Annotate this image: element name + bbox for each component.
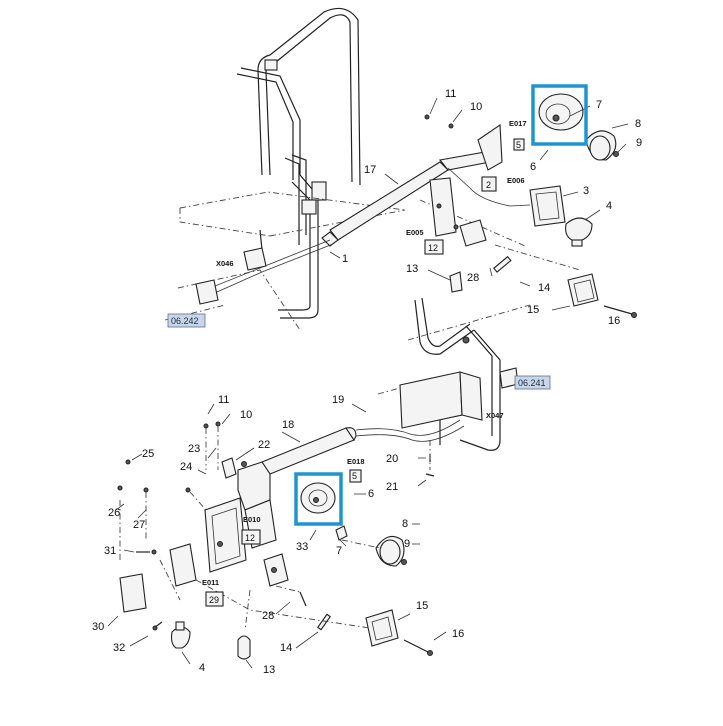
- callout-16: 16: [608, 315, 620, 327]
- connector-code-e011: E011: [202, 578, 219, 587]
- callout-32: 32: [113, 642, 125, 654]
- callout-7: 7: [596, 99, 602, 111]
- callout-22: 22: [258, 439, 270, 451]
- connector-code-e010: E010: [243, 515, 261, 524]
- boxed-number-29: 29: [209, 595, 219, 605]
- callout-11-bottom: 11: [218, 394, 229, 406]
- callout-21: 21: [386, 481, 398, 493]
- callout-14: 14: [538, 282, 550, 294]
- bottom-lamps: [117, 421, 435, 660]
- callout-3: 3: [583, 185, 589, 197]
- callout-19: 19: [332, 394, 344, 406]
- callout-14-bottom: 14: [280, 642, 292, 654]
- connector-code-x047: X047: [486, 411, 504, 420]
- top-frame: [236, 7, 361, 319]
- bottom-highlight-box: [294, 472, 343, 526]
- connector-code-e006: E006: [507, 176, 525, 185]
- connector-code-e018: E018: [347, 457, 365, 466]
- callout-28-bottom: 28: [262, 610, 274, 622]
- page-ref-06-242[interactable]: [167, 313, 206, 328]
- callout-20: 20: [386, 453, 398, 465]
- boxed-number-2: 2: [486, 180, 491, 190]
- callout-4: 4: [606, 200, 612, 212]
- connector-code-x046: X046: [216, 259, 234, 268]
- callout-9-bottom: 9: [404, 538, 410, 550]
- callout-26: 26: [108, 507, 120, 519]
- callout-1: 1: [342, 253, 348, 265]
- top-lamps: [424, 93, 637, 318]
- bottom-arm-18: [169, 419, 465, 587]
- connector-code-e017: E017: [509, 119, 527, 128]
- callout-25: 25: [142, 448, 154, 460]
- callout-4-bottom: 4: [199, 662, 205, 674]
- top-highlight-box: [531, 84, 588, 146]
- callout-27: 27: [133, 519, 145, 531]
- boxed-number-12-bottom: 12: [245, 533, 255, 543]
- callout-23: 23: [188, 443, 200, 455]
- callout-33: 33: [296, 541, 308, 553]
- callout-7-bottom: 7: [336, 545, 342, 557]
- bottom-leaders: [107, 403, 447, 669]
- connector-code-e005: E005: [406, 228, 424, 237]
- bottom-frame: [377, 297, 531, 451]
- boxed-number-12: 12: [428, 243, 438, 253]
- top-arm-17: [195, 123, 531, 305]
- page-ref-06-242-label: 06.242: [171, 316, 199, 326]
- callout-6: 6: [530, 161, 536, 173]
- callout-13: 13: [406, 263, 418, 275]
- top-leaders: [329, 97, 629, 311]
- bottom-assembly: E018 E010 E011 X047 5 12 29 06.241 11 10…: [92, 297, 551, 676]
- bottom-dashes: [119, 426, 431, 631]
- boxed-number-5: 5: [516, 140, 521, 150]
- callout-8: 8: [635, 118, 641, 130]
- callout-10-bottom: 10: [240, 409, 252, 421]
- boxed-number-5-bottom: 5: [352, 471, 357, 481]
- top-assembly: E017 E006 E005 X046 5 2 12 06.242 11 10 …: [164, 7, 642, 331]
- callout-28: 28: [467, 272, 479, 284]
- callout-30: 30: [92, 621, 104, 633]
- callout-6-bottom: 6: [368, 488, 374, 500]
- page-ref-06-241-label: 06.241: [518, 378, 546, 388]
- callout-24: 24: [180, 461, 192, 473]
- callout-15-bottom: 15: [416, 600, 428, 612]
- page-ref-06-241[interactable]: [514, 375, 551, 390]
- callout-17: 17: [364, 164, 376, 176]
- callout-16-bottom: 16: [452, 628, 464, 640]
- callout-11: 11: [445, 88, 456, 100]
- callout-8-bottom: 8: [402, 518, 408, 530]
- callout-10: 10: [470, 101, 482, 113]
- callout-18: 18: [282, 419, 294, 431]
- callout-31: 31: [104, 545, 116, 557]
- callout-9: 9: [636, 137, 642, 149]
- callout-13-bottom: 13: [263, 664, 275, 676]
- callout-15: 15: [527, 304, 539, 316]
